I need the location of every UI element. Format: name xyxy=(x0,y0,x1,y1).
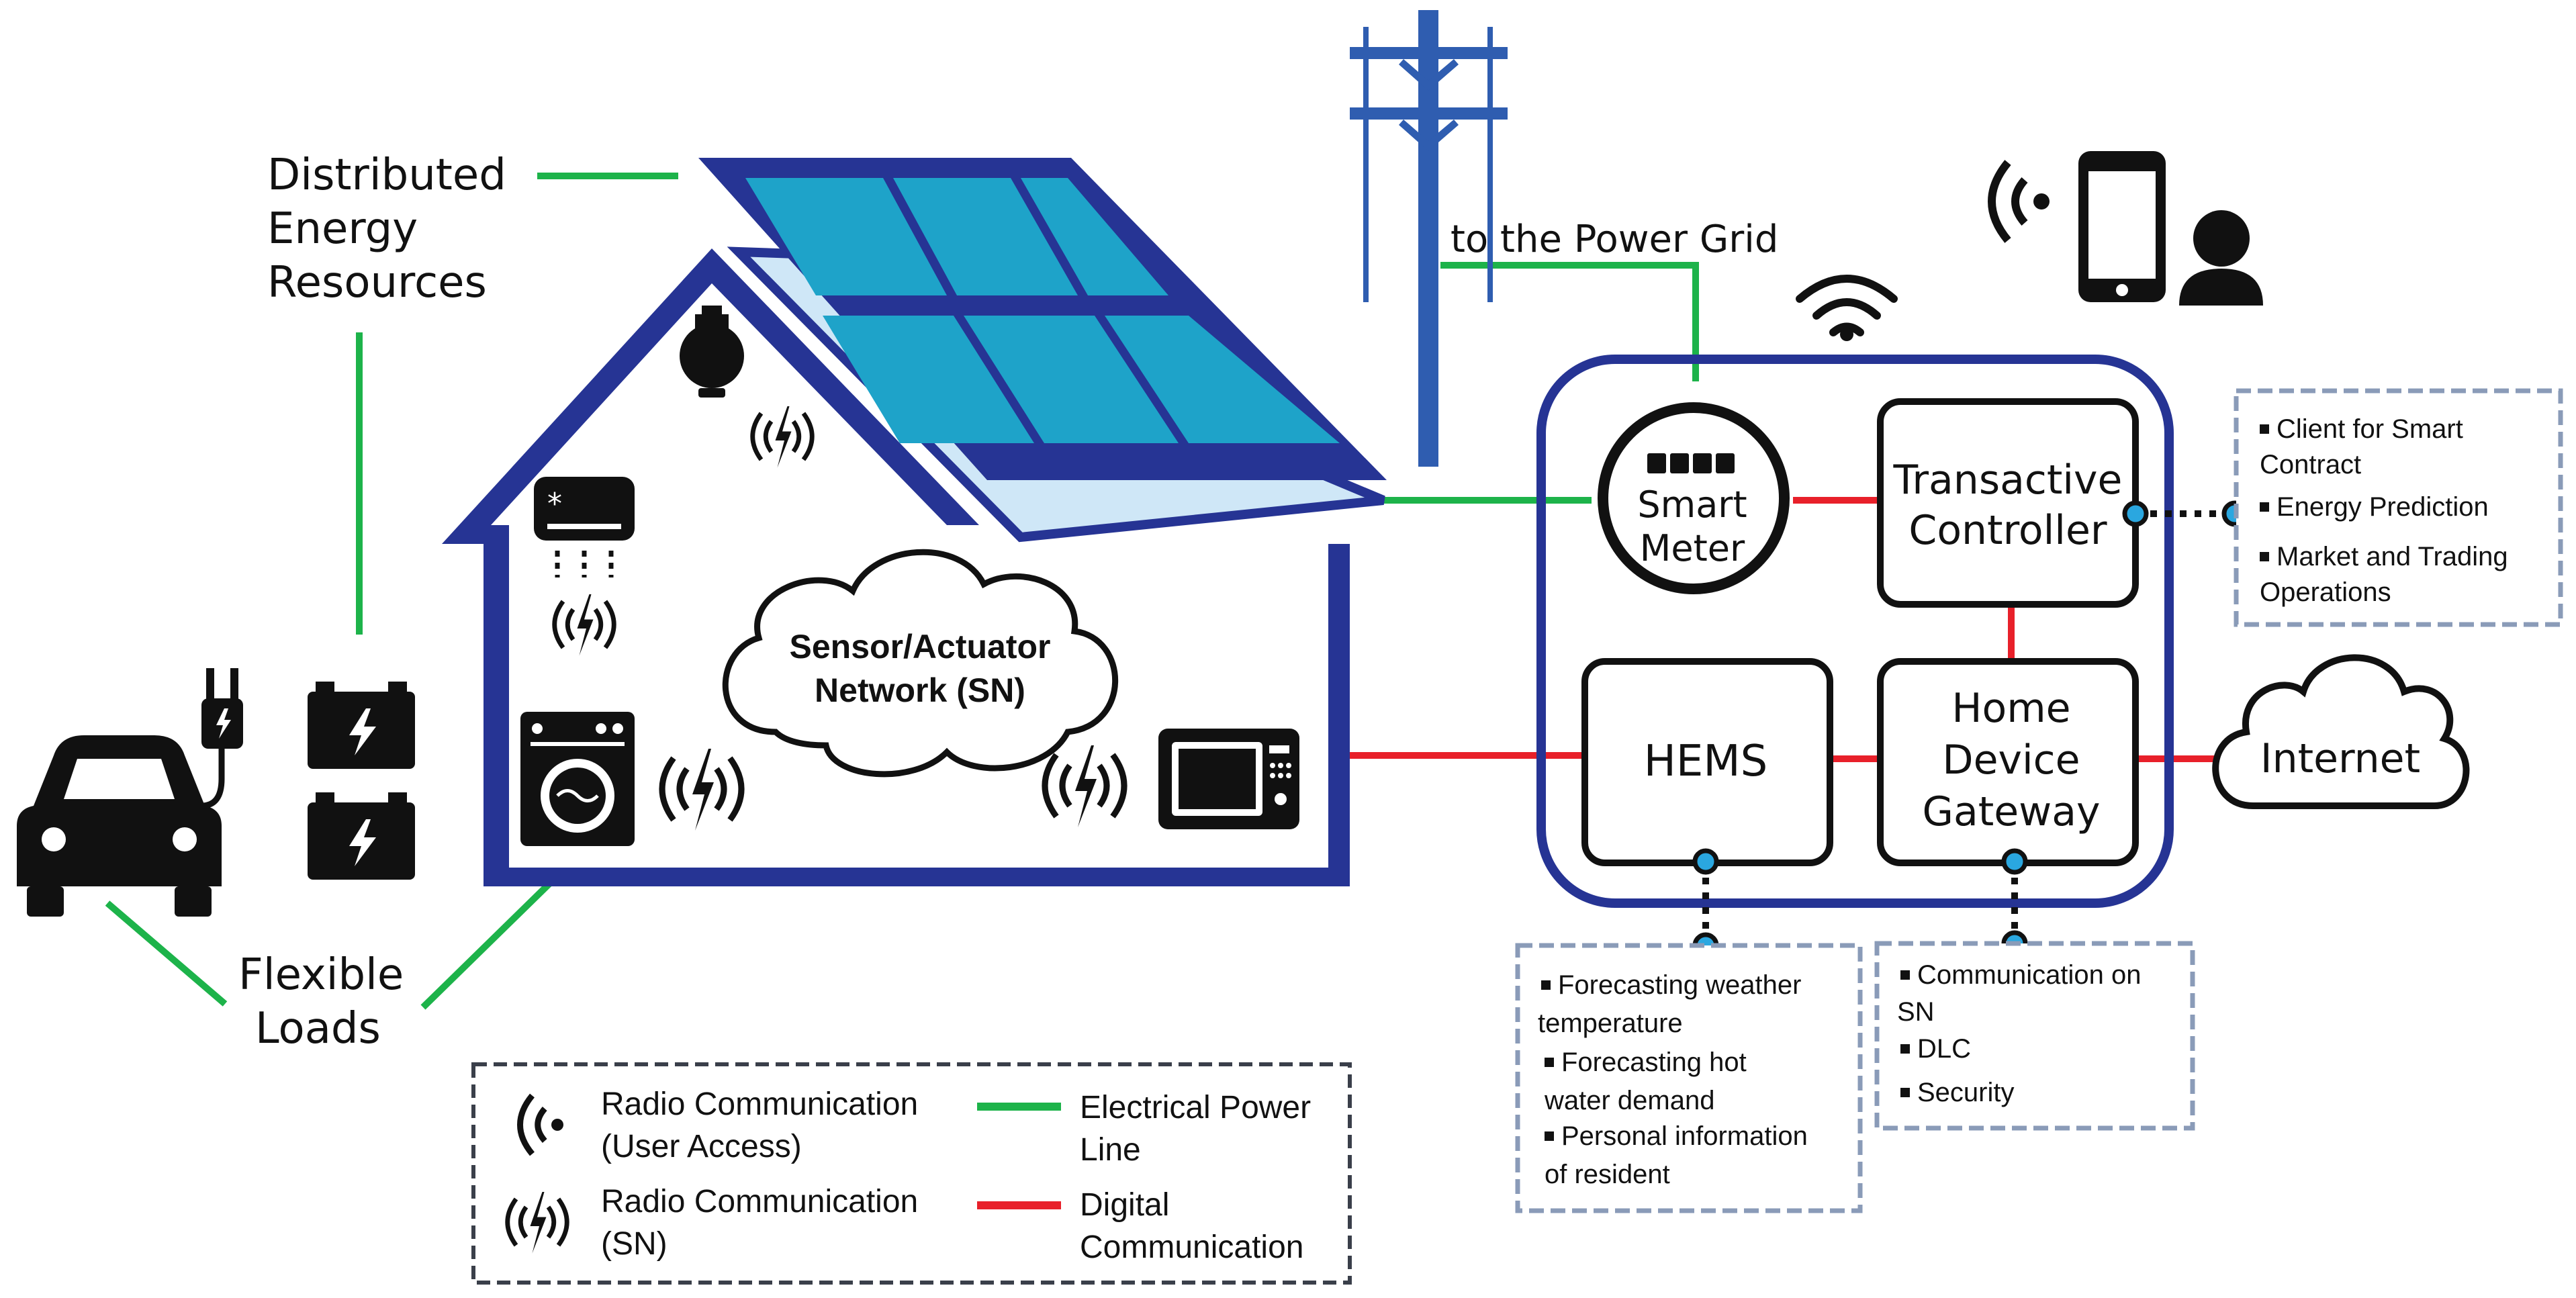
grid-to-meter-line xyxy=(1440,262,1699,381)
house xyxy=(442,158,1387,886)
battery-icon-bottom xyxy=(308,792,415,880)
home-hub-frame xyxy=(1536,355,2174,908)
controller-info-4: Market and Trading xyxy=(2276,542,2508,571)
internet-label: Internet xyxy=(2260,735,2420,782)
controller-label-line1: Transactive xyxy=(1893,457,2123,504)
gateway-info-1: Communication on xyxy=(1917,960,2142,990)
legend-digital-line1: Digital xyxy=(1080,1187,1169,1223)
wifi-icon xyxy=(1796,275,1898,336)
der-label-line3: Resources xyxy=(267,258,487,308)
legend: Radio Communication (User Access) Radio … xyxy=(471,1062,1352,1285)
hems-info-box: Forecasting weather temperature Forecast… xyxy=(1515,943,1863,1213)
sensor-network-label-line1: Sensor/Actuator xyxy=(790,628,1051,665)
legend-radio-sn-line1: Radio Communication xyxy=(601,1184,918,1219)
electric-car-icon xyxy=(17,668,243,917)
der-label-line2: Energy xyxy=(267,204,418,254)
microwave-icon xyxy=(1158,729,1299,829)
flexible-loads-label-line1: Flexible xyxy=(238,950,404,1000)
controller-label-line2: Controller xyxy=(1908,507,2107,554)
gateway-label-line1: Home xyxy=(1951,685,2070,732)
wifi-dot xyxy=(1840,328,1853,341)
solar-panel-array xyxy=(698,158,1387,480)
gateway-label-line2: Device xyxy=(1942,737,2080,784)
hems-label: HEMS xyxy=(1644,737,1767,786)
smart-meter-label-line2: Meter xyxy=(1640,527,1745,569)
air-conditioner-icon: * xyxy=(534,477,635,577)
legend-digital-line2: Communication xyxy=(1080,1230,1303,1265)
transactive-controller: Transactive Controller xyxy=(1877,398,2139,608)
flexible-loads-label-line2: Loads xyxy=(255,1004,381,1054)
legend-radio-user-line2: (User Access) xyxy=(601,1129,802,1164)
radio-user-access-icon xyxy=(1992,163,2050,240)
legend-radio-sn-line2: (SN) xyxy=(601,1226,668,1262)
hems-info-3: Forecasting hot xyxy=(1561,1048,1747,1077)
gateway-info-3: DLC xyxy=(1917,1034,1971,1064)
controller-info-3: Energy Prediction xyxy=(2276,492,2489,522)
controller-info-1: Client for Smart xyxy=(2276,414,2463,444)
light-bulb-icon xyxy=(680,306,744,398)
hems-info-5: Personal information xyxy=(1561,1121,1808,1151)
flex-line-car xyxy=(105,900,228,1007)
controller-info-5: Operations xyxy=(2260,577,2391,607)
legend-power-line-line2: Line xyxy=(1080,1132,1141,1168)
hems-info-2: temperature xyxy=(1538,1009,1683,1038)
utility-pole xyxy=(1350,10,1508,467)
hems-info-1: Forecasting weather xyxy=(1558,970,1801,1000)
gateway-info-box: Communication on SN DLC Security xyxy=(1874,941,2195,1131)
user-icon xyxy=(2179,210,2263,306)
home-device-gateway: Home Device Gateway xyxy=(1877,658,2139,866)
legend-power-line-line1: Electrical Power xyxy=(1080,1090,1311,1125)
washing-machine-icon xyxy=(520,712,635,846)
controller-info-box: Client for Smart Contract Energy Predict… xyxy=(2234,388,2563,627)
gateway-label-line3: Gateway xyxy=(1922,788,2100,835)
der-label-line1: Distributed xyxy=(267,150,506,200)
sensor-network-cloud: Sensor/Actuator Network (SN) xyxy=(722,549,1119,778)
smart-meter: Smart Meter xyxy=(1598,402,1790,594)
internet-cloud: Internet xyxy=(2212,654,2470,809)
hems-info-4: water demand xyxy=(1544,1086,1714,1115)
legend-radio-user-line1: Radio Communication xyxy=(601,1086,918,1122)
sensor-network-label-line2: Network (SN) xyxy=(815,671,1025,709)
hems-info-6: of resident xyxy=(1545,1160,1670,1189)
smart-meter-label-line1: Smart xyxy=(1637,483,1747,526)
battery-icon-top xyxy=(308,682,415,769)
gateway-info-2: SN xyxy=(1897,997,1935,1027)
smartphone-icon xyxy=(2078,151,2166,302)
controller-info-2: Contract xyxy=(2260,450,2361,479)
gateway-info-4: Security xyxy=(1917,1078,2015,1107)
power-grid-label: to the Power Grid xyxy=(1451,218,1778,261)
svg-text:*: * xyxy=(547,487,562,521)
dotted-connectors xyxy=(1702,510,2233,945)
hems: HEMS xyxy=(1581,658,1833,866)
